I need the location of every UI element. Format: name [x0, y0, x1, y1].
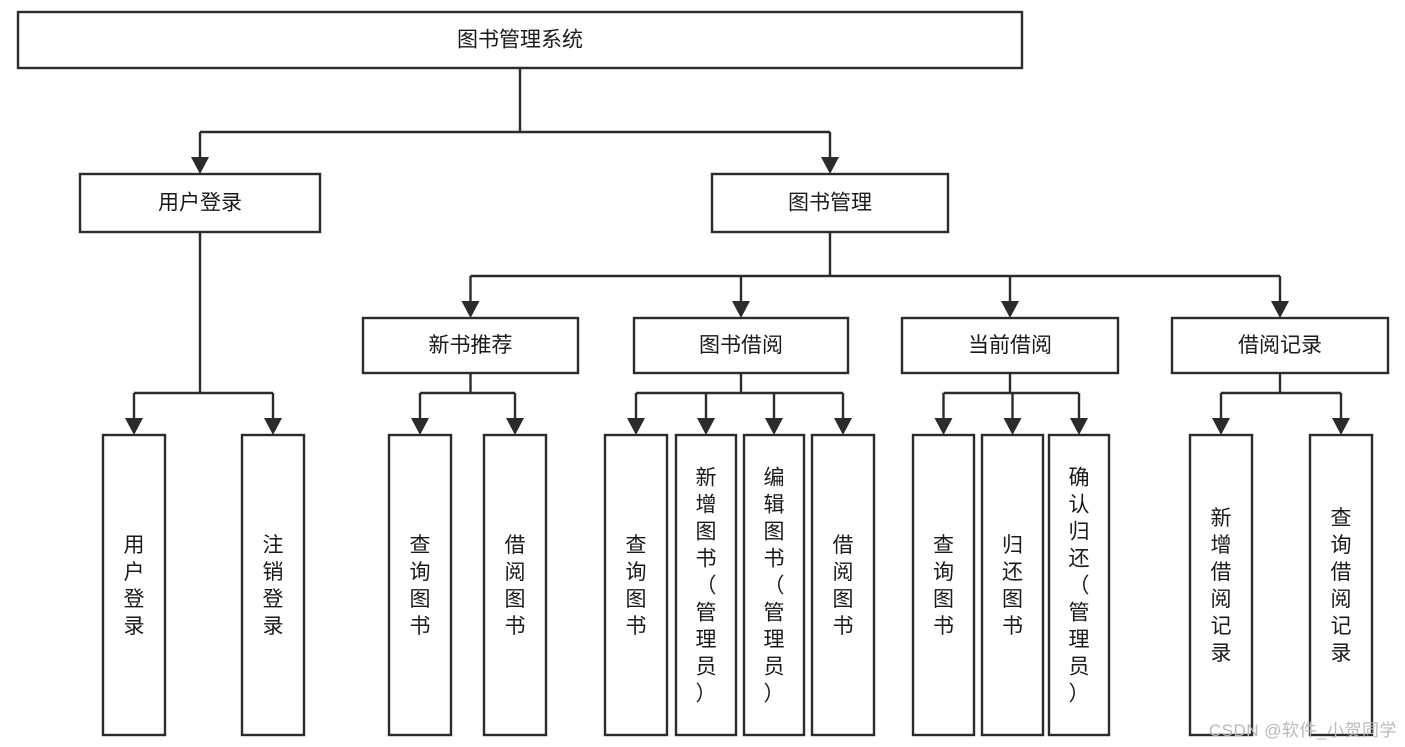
- node-leaf-confirm-return-admin[interactable]: 确认归还（管理员）: [1047, 433, 1111, 737]
- node-label-leaf-user-login: 用户登录: [124, 534, 145, 638]
- node-user-login-group[interactable]: 用户登录: [78, 172, 322, 234]
- node-box-leaf-query-book-current: [911, 433, 976, 737]
- arrow-head-icon: [765, 418, 783, 435]
- node-box-book-manage-group: [710, 172, 950, 234]
- node-box-leaf-add-borrow-record: [1188, 433, 1254, 737]
- node-box-new-book-recommend: [361, 316, 580, 375]
- edge-group-book-borrow: [627, 373, 852, 435]
- arrow-head-icon: [732, 301, 750, 318]
- node-box-leaf-edit-book-admin: [742, 433, 806, 737]
- edge-group-new-book-recommend: [411, 373, 524, 435]
- node-leaf-add-borrow-record[interactable]: 新增借阅记录: [1188, 433, 1254, 737]
- edge-group-current-borrow: [934, 373, 1088, 435]
- node-leaf-query-borrow-record[interactable]: 查询借阅记录: [1308, 433, 1374, 737]
- arrow-head-icon: [821, 157, 839, 174]
- node-label-leaf-query-borrow-record: 查询借阅记录: [1331, 507, 1352, 665]
- edge-group-book-manage-group: [461, 232, 1289, 318]
- node-book-borrow[interactable]: 图书借阅: [632, 316, 850, 375]
- arrow-head-icon: [1070, 418, 1088, 435]
- node-label-leaf-add-book-admin: 新增图书（管理员）: [696, 467, 717, 706]
- node-box-leaf-confirm-return-admin: [1047, 433, 1111, 737]
- node-leaf-borrow-book[interactable]: 借阅图书: [810, 433, 876, 737]
- node-label-leaf-logout: 注销登录: [263, 534, 284, 638]
- node-label-leaf-confirm-return-admin: 确认归还（管理员）: [1069, 467, 1090, 706]
- node-box-leaf-user-login: [101, 433, 167, 737]
- node-leaf-borrow-book-rec[interactable]: 借阅图书: [482, 433, 548, 737]
- node-current-borrow[interactable]: 当前借阅: [900, 316, 1120, 375]
- node-label-leaf-query-book-borrow: 查询图书: [626, 534, 647, 638]
- node-label-leaf-edit-book-admin: 编辑图书（管理员）: [764, 467, 785, 706]
- node-leaf-return-book[interactable]: 归还图书: [980, 433, 1045, 737]
- edge-group-borrow-record: [1212, 373, 1350, 435]
- arrow-head-icon: [1001, 301, 1019, 318]
- node-box-leaf-query-borrow-record: [1308, 433, 1374, 737]
- arrow-head-icon: [627, 418, 645, 435]
- node-box-leaf-borrow-book: [810, 433, 876, 737]
- node-label-borrow-record: 借阅记录: [1238, 334, 1322, 357]
- node-box-leaf-query-book-rec: [387, 433, 453, 737]
- node-leaf-query-book-borrow[interactable]: 查询图书: [603, 433, 669, 737]
- node-box-leaf-add-book-admin: [674, 433, 738, 737]
- node-box-leaf-logout: [240, 433, 306, 737]
- node-box-leaf-query-book-borrow: [603, 433, 669, 737]
- arrow-head-icon: [411, 418, 429, 435]
- arrow-head-icon: [461, 301, 480, 318]
- node-label-leaf-return-book: 归还图书: [1002, 534, 1023, 638]
- arrow-head-icon: [934, 418, 953, 435]
- node-leaf-logout[interactable]: 注销登录: [240, 433, 306, 737]
- node-label-leaf-borrow-book: 借阅图书: [833, 534, 854, 638]
- node-label-book-manage-group: 图书管理: [788, 192, 872, 215]
- arrow-head-icon: [1003, 418, 1022, 435]
- arrow-head-icon: [1212, 418, 1230, 435]
- connector-layer: [125, 68, 1350, 435]
- node-box-leaf-borrow-book-rec: [482, 433, 548, 737]
- node-leaf-query-book-rec[interactable]: 查询图书: [387, 433, 453, 737]
- node-layer: 图书管理系统用户登录图书管理新书推荐图书借阅当前借阅借阅记录用户登录注销登录查询…: [16, 10, 1390, 737]
- node-box-user-login-group: [78, 172, 322, 234]
- arrow-head-icon: [506, 418, 524, 435]
- node-box-root: [16, 10, 1024, 70]
- node-leaf-query-book-current[interactable]: 查询图书: [911, 433, 976, 737]
- node-label-leaf-query-book-current: 查询图书: [933, 534, 954, 638]
- node-box-borrow-record: [1170, 316, 1390, 375]
- node-label-leaf-query-book-rec: 查询图书: [410, 534, 431, 638]
- node-label-new-book-recommend: 新书推荐: [429, 334, 513, 357]
- arrow-head-icon: [191, 157, 209, 174]
- node-label-leaf-add-borrow-record: 新增借阅记录: [1211, 507, 1232, 665]
- arrow-head-icon: [834, 418, 852, 435]
- node-root[interactable]: 图书管理系统: [16, 10, 1024, 70]
- arrow-head-icon: [1271, 301, 1289, 318]
- edge-group-root: [191, 68, 839, 174]
- node-box-leaf-return-book: [980, 433, 1045, 737]
- node-new-book-recommend[interactable]: 新书推荐: [361, 316, 580, 375]
- node-leaf-user-login[interactable]: 用户登录: [101, 433, 167, 737]
- arrow-head-icon: [125, 418, 143, 435]
- node-borrow-record[interactable]: 借阅记录: [1170, 316, 1390, 375]
- node-label-leaf-borrow-book-rec: 借阅图书: [505, 534, 526, 638]
- node-label-current-borrow: 当前借阅: [968, 334, 1052, 357]
- node-label-book-borrow: 图书借阅: [699, 334, 783, 357]
- arrow-head-icon: [1332, 418, 1350, 435]
- node-label-user-login-group: 用户登录: [158, 192, 242, 215]
- node-label-root: 图书管理系统: [457, 29, 583, 52]
- node-box-book-borrow: [632, 316, 850, 375]
- node-leaf-edit-book-admin[interactable]: 编辑图书（管理员）: [742, 433, 806, 737]
- arrow-head-icon: [697, 418, 715, 435]
- arrow-head-icon: [264, 418, 282, 435]
- node-box-current-borrow: [900, 316, 1120, 375]
- node-book-manage-group[interactable]: 图书管理: [710, 172, 950, 234]
- node-leaf-add-book-admin[interactable]: 新增图书（管理员）: [674, 433, 738, 737]
- edge-group-user-login-group: [125, 232, 282, 435]
